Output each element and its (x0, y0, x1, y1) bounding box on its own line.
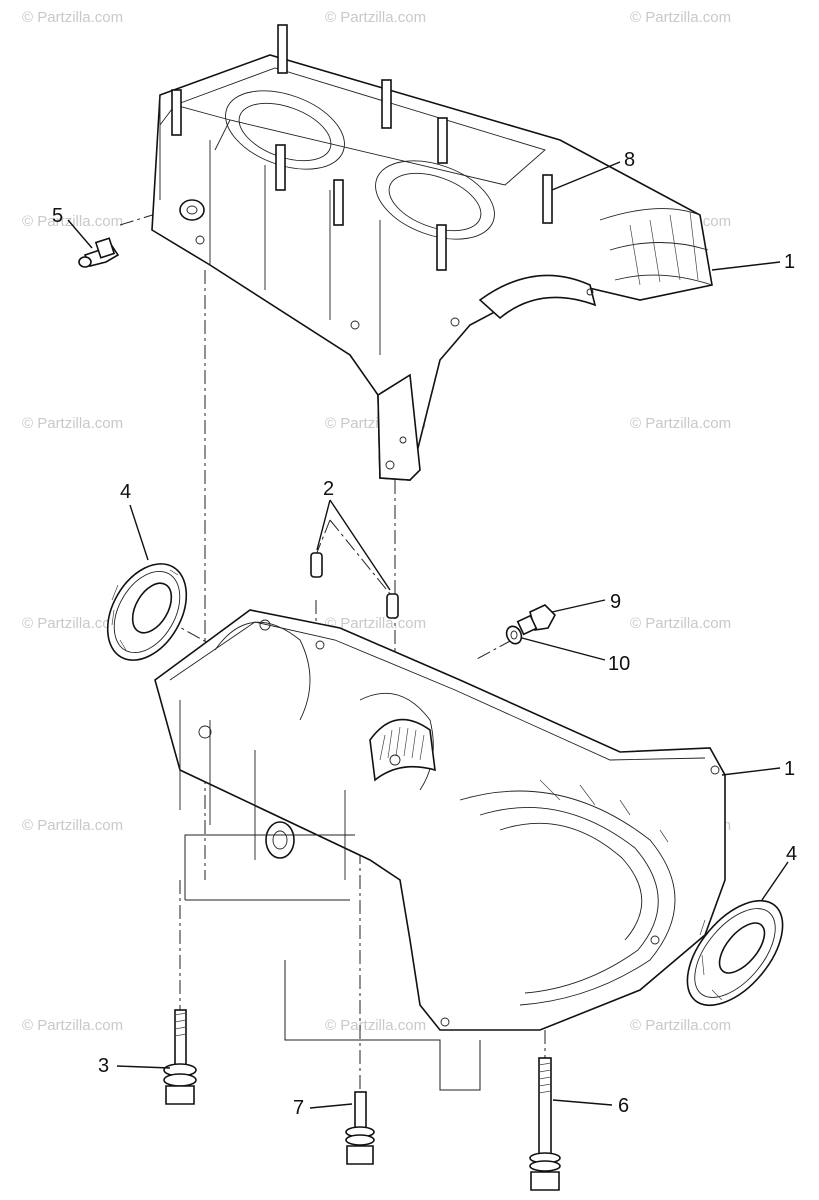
dowel-pins (310, 552, 399, 619)
fitting-item-5 (78, 237, 120, 268)
callout-8: 8 (624, 149, 635, 171)
watermark: © Partzilla.com (630, 1017, 731, 1034)
watermark: © Partzilla.com (630, 415, 731, 432)
callout-labels: 5 8 1 4 2 9 10 1 4 3 7 6 (52, 149, 797, 1119)
callout-6: 6 (618, 1095, 629, 1117)
callout-4-right: 4 (786, 843, 797, 865)
watermark: © Partzilla.com (22, 615, 123, 632)
watermark: © Partzilla.com (22, 415, 123, 432)
watermark: © Partzilla.com (325, 9, 426, 26)
callout-1-upper: 1 (784, 251, 795, 273)
oil-seal-right (686, 899, 784, 1007)
callout-9: 9 (610, 591, 621, 613)
watermark: © Partzilla.com (22, 213, 123, 230)
callout-2: 2 (323, 478, 334, 500)
lower-crankcase (154, 609, 726, 1091)
watermark: © Partzilla.com (22, 9, 123, 26)
cylinder-studs (171, 24, 553, 271)
watermark: © Partzilla.com (325, 1017, 426, 1034)
callout-7: 7 (293, 1097, 304, 1119)
callout-5: 5 (52, 205, 63, 227)
callout-3: 3 (98, 1055, 109, 1077)
bolt-item-7 (345, 1091, 375, 1165)
oil-seal-left (106, 563, 188, 661)
washer-item-10 (505, 625, 523, 645)
watermark: © Partzilla.com (630, 615, 731, 632)
watermark: © Partzilla.com (325, 615, 426, 632)
bolt-item-3 (163, 1009, 197, 1105)
leader-lines (67, 161, 789, 1109)
bolt-item-6 (529, 1057, 561, 1191)
watermark: © Partzilla.com (22, 1017, 123, 1034)
watermark: © Partzilla.com (22, 817, 123, 834)
bolt-item-9 (516, 604, 556, 636)
upper-crankcase (151, 24, 713, 481)
callout-1-lower: 1 (784, 758, 795, 780)
callout-4-left: 4 (120, 481, 131, 503)
watermark: © Partzilla.com (630, 9, 731, 26)
callout-10: 10 (608, 653, 630, 675)
